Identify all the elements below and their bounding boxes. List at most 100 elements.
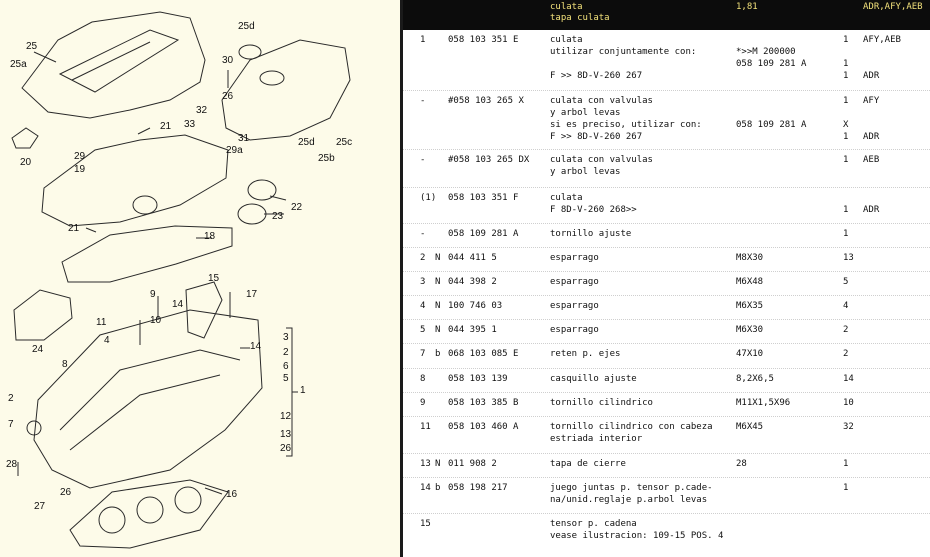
row-engine-code: ADR [863, 132, 880, 142]
row-position: 5 [420, 325, 426, 335]
row-part-number: 058 103 139 [448, 374, 508, 384]
callout-label: 25b [318, 153, 335, 164]
row-position: - [420, 96, 426, 106]
callout-label: 21 [160, 121, 172, 132]
row-prefix: N [435, 253, 441, 263]
row-engine-code: AEB [863, 155, 880, 165]
row-divider [403, 223, 930, 224]
callout-label: 2 [283, 347, 289, 358]
callout-label: 24 [32, 344, 44, 355]
row-divider [403, 271, 930, 272]
row-spec: M6X35 [736, 301, 764, 311]
panel-divider [400, 0, 403, 557]
row-position: 11 [420, 422, 431, 432]
callout-label: 10 [150, 315, 162, 326]
row-part-number: 058 103 351 E [448, 35, 519, 45]
row-description: culata [550, 35, 583, 45]
row-description: esparrago [550, 253, 599, 263]
row-engine-code: ADR [863, 71, 880, 81]
callout-label: 21 [68, 223, 80, 234]
camshaft-housing-part [41, 134, 229, 227]
row-divider [403, 319, 930, 320]
row-description: tapa de cierre [550, 459, 626, 469]
callout-label: 26 [222, 91, 234, 102]
callout-label: 25c [336, 137, 353, 148]
row-part-number: 058 103 351 F [448, 193, 519, 203]
row-quantity: 1 [843, 35, 849, 45]
row-quantity: 1 [843, 155, 849, 165]
row-engine-code: AFY,AEB [863, 35, 901, 45]
row-description: esparrago [550, 277, 599, 287]
row-description: F >> 8D-V-260 267 [550, 132, 643, 142]
row-divider [403, 368, 930, 369]
row-quantity: 13 [843, 253, 854, 263]
row-engine-code: AFY [863, 96, 880, 106]
callout-label: 14 [250, 341, 262, 352]
o-ring-part [238, 44, 262, 60]
callout-label: 7 [8, 419, 14, 430]
callout-label: 4 [104, 335, 110, 346]
engine-cover-part [221, 39, 351, 141]
callout-label: 1 [300, 385, 306, 396]
callout-label: 17 [246, 289, 258, 300]
row-position: 3 [420, 277, 426, 287]
valve-cover-part [21, 11, 206, 119]
callout-label: 26 [280, 443, 292, 454]
row-prefix: b [435, 483, 441, 493]
row-position: 4 [420, 301, 426, 311]
callout-label: 25a [10, 59, 27, 70]
header-displacement: 1,81 [736, 2, 758, 12]
callout-label: 19 [74, 164, 86, 175]
row-divider [403, 343, 930, 344]
row-divider [403, 416, 930, 417]
row-divider [403, 149, 930, 150]
row-part-number: 044 411 5 [448, 253, 497, 263]
cover-gasket-part [61, 225, 233, 283]
row-quantity: 5 [843, 277, 849, 287]
callout-label: 15 [208, 273, 220, 284]
row-prefix: b [435, 349, 441, 359]
row-spec: 8,2X6,5 [736, 374, 774, 384]
callout-label: 25d [298, 137, 315, 148]
callout-label: 28 [6, 459, 18, 470]
row-divider [403, 477, 930, 478]
row-part-number: 011 908 2 [448, 459, 497, 469]
row-spec: M6X45 [736, 422, 764, 432]
row-divider [403, 247, 930, 248]
callout-label: 16 [226, 489, 238, 500]
row-description: esparrago [550, 325, 599, 335]
row-quantity: 1 [843, 96, 849, 106]
row-description: vease ilustracion: 109-15 POS. 4 [550, 531, 724, 541]
row-position: - [420, 229, 426, 239]
row-part-number: 058 198 217 [448, 483, 508, 493]
row-divider [403, 392, 930, 393]
callout-label: 9 [150, 289, 156, 300]
row-prefix: N [435, 459, 441, 469]
row-quantity: 1 [843, 229, 849, 239]
row-divider [403, 187, 930, 188]
row-prefix: N [435, 277, 441, 287]
callout-label: 29 [74, 151, 86, 162]
row-prefix: N [435, 301, 441, 311]
row-description: reten p. ejes [550, 349, 621, 359]
engine-head-drawing [11, 11, 351, 549]
callout-label: 11 [96, 317, 107, 328]
row-part-number: 058 109 281 A [448, 229, 519, 239]
row-part-number: #058 103 265 X [448, 96, 524, 106]
row-part-number: 058 103 460 A [448, 422, 519, 432]
callout-label: 14 [172, 299, 184, 310]
callout-label: 18 [204, 231, 216, 242]
row-description: culata con valvulas [550, 96, 653, 106]
row-quantity: 1 [843, 132, 849, 142]
row-part-number: 044 395 1 [448, 325, 497, 335]
callout-label: 30 [222, 55, 234, 66]
row-spec: M6X48 [736, 277, 764, 287]
callout-label: 27 [34, 501, 46, 512]
row-position: 1 [420, 35, 426, 45]
callout-label: 25 [26, 41, 38, 52]
row-description: y arbol levas [550, 108, 621, 118]
row-part-number: #058 103 265 DX [448, 155, 530, 165]
row-quantity: X [843, 120, 849, 130]
row-spec: 28 [736, 459, 747, 469]
